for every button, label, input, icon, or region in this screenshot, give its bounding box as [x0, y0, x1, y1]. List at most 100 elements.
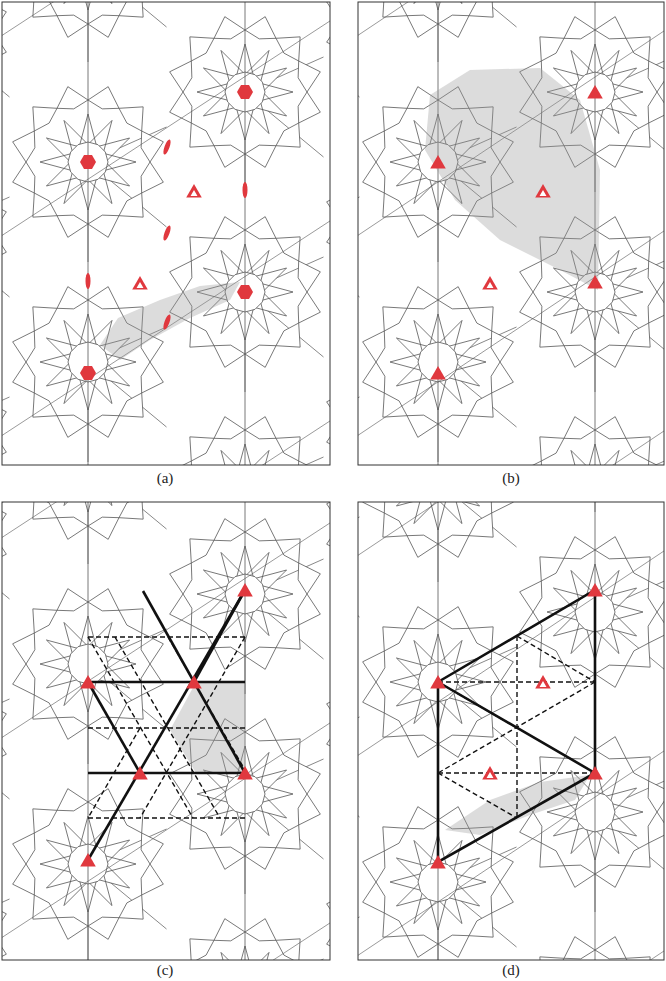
petal-shape	[57, 917, 88, 939]
petal-shape	[491, 362, 513, 393]
petal-shape	[469, 513, 493, 537]
petal-shape	[170, 563, 192, 594]
petal-shape	[57, 415, 88, 437]
petal-shape	[2, 534, 6, 565]
petal-shape	[438, 735, 469, 757]
petal-shape	[363, 682, 385, 713]
petal-shape	[540, 757, 564, 781]
petal-shape	[648, 781, 664, 812]
petal-shape	[214, 647, 245, 669]
threefold-symbol	[587, 583, 603, 597]
tile-pattern	[358, 502, 664, 960]
petal-shape	[540, 557, 564, 581]
petal-shape	[626, 37, 650, 61]
petal-shape	[13, 362, 35, 393]
petal-shape	[119, 895, 143, 919]
petal-shape	[327, 893, 330, 924]
petal-shape	[648, 92, 664, 123]
petal-shape	[276, 539, 300, 563]
petal-shape	[276, 939, 300, 960]
petal-shape	[626, 237, 650, 261]
twofold-symbol	[162, 225, 172, 242]
petal-shape	[564, 417, 595, 439]
petal-shape	[119, 695, 143, 719]
petal-shape	[564, 537, 595, 559]
sixfold-symbol	[237, 85, 253, 99]
petal-shape	[190, 939, 214, 960]
petal-shape	[564, 665, 595, 687]
petal-shape	[469, 913, 493, 937]
petal-shape	[170, 61, 192, 92]
twofold-symbol	[86, 273, 91, 289]
petal-shape	[276, 37, 300, 61]
dashed-cell-line	[438, 682, 517, 728]
dashed-cell-line	[115, 637, 220, 818]
petal-shape	[214, 417, 245, 439]
petal-shape	[298, 563, 320, 594]
panel-ground	[2, 502, 330, 960]
petal-shape	[520, 261, 542, 292]
petal-shape	[298, 594, 320, 625]
petal-shape	[13, 633, 35, 664]
panel-ground	[358, 2, 664, 465]
petal-shape	[407, 607, 438, 629]
axis-line	[88, 502, 89, 960]
petal-shape	[214, 345, 245, 367]
dashed-cell-line	[438, 773, 517, 818]
petal-shape	[491, 882, 513, 913]
petal-shape	[141, 864, 163, 895]
threefold-inner	[137, 282, 144, 288]
threefold-symbol	[132, 276, 148, 290]
petal-shape	[438, 935, 469, 957]
cell-line	[438, 590, 595, 773]
petal-shape	[214, 847, 245, 869]
petal-shape	[119, 609, 143, 633]
petal-shape	[2, 934, 6, 960]
petal-shape	[245, 519, 276, 541]
petal-shape	[327, 22, 330, 53]
threefold-symbol	[80, 853, 96, 867]
petal-shape	[540, 323, 564, 347]
pattern-line	[2, 197, 10, 232]
dashed-cell-line	[438, 772, 595, 773]
petal-shape	[491, 851, 513, 882]
petal-shape	[298, 292, 320, 323]
petal-shape	[2, 432, 6, 463]
petal-shape	[648, 261, 664, 292]
petal-shape	[438, 287, 469, 309]
petal-shape	[2, 32, 6, 63]
petal-shape	[119, 809, 143, 833]
petal-shape	[298, 92, 320, 123]
petal-shape	[491, 331, 513, 362]
petal-shape	[57, 15, 88, 37]
petal-shape	[13, 131, 35, 162]
petal-shape	[88, 87, 119, 109]
panel-frame	[2, 502, 330, 960]
petal-shape	[33, 193, 57, 217]
petal-shape	[540, 437, 564, 461]
unit-region	[100, 282, 240, 360]
petal-shape	[57, 717, 88, 739]
petal-shape	[491, 682, 513, 713]
dashed-cell-line	[88, 817, 245, 818]
pattern-line	[2, 32, 10, 97]
petal-shape	[363, 131, 385, 162]
petal-shape	[298, 794, 320, 825]
dashed-cell-line	[88, 637, 193, 818]
threefold-symbol	[237, 583, 253, 597]
petal-shape	[648, 461, 664, 465]
petal-shape	[33, 502, 57, 519]
pattern-line	[2, 899, 10, 934]
pattern-line	[2, 397, 10, 432]
petal-shape	[648, 812, 664, 843]
dashed-cell-line	[88, 636, 245, 637]
panel-frame	[358, 2, 664, 465]
threefold-symbol	[186, 184, 202, 198]
petal-shape	[438, 535, 469, 557]
diagonal-line	[2, 14, 330, 242]
petal-shape	[33, 2, 57, 17]
diagonal-line	[2, 716, 330, 944]
petal-shape	[214, 145, 245, 167]
petal-shape	[245, 719, 276, 741]
petal-shape	[491, 651, 513, 682]
